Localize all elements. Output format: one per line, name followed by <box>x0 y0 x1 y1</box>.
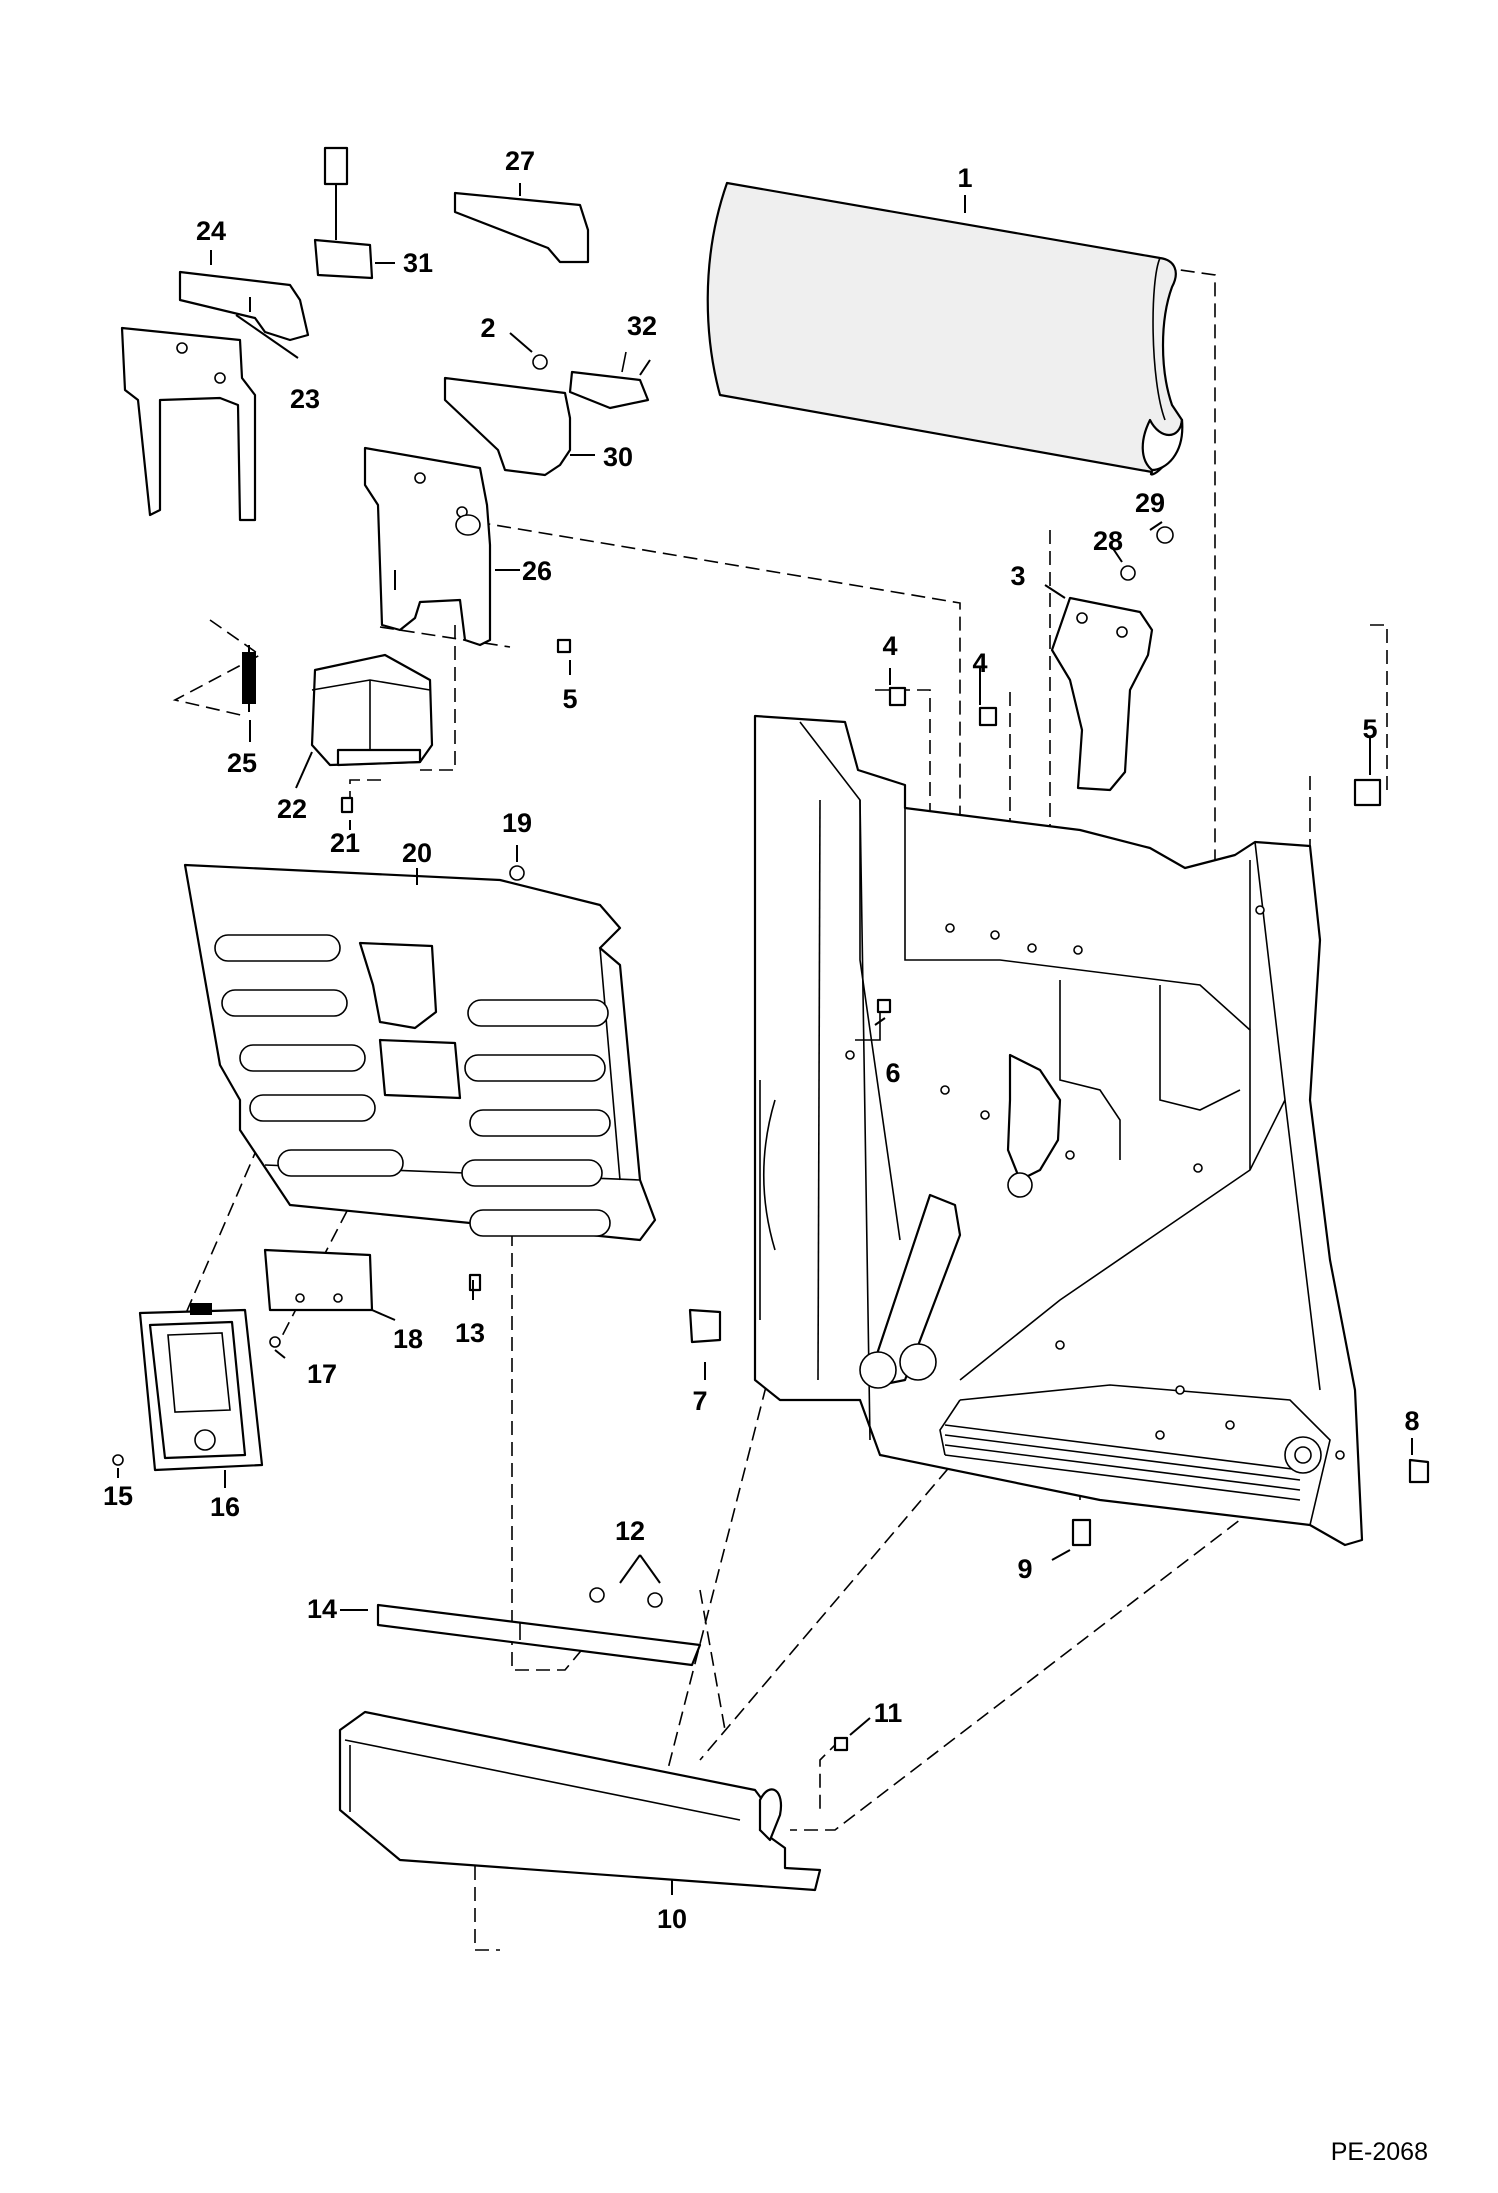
part-25-spring <box>242 645 256 712</box>
callout-8: 8 <box>1404 1406 1419 1436</box>
callout-12: 12 <box>615 1516 645 1546</box>
callout-9: 9 <box>1017 1554 1032 1584</box>
main-frame <box>753 714 1364 1547</box>
part-24-bracket <box>178 270 310 342</box>
callout-32: 32 <box>627 311 657 341</box>
callout-18: 18 <box>393 1324 423 1354</box>
part-31-switch <box>313 146 374 280</box>
part-30-bracket <box>443 376 572 477</box>
part-32-switch <box>568 351 650 410</box>
part-14-strip <box>376 1603 702 1667</box>
callout-1: 1 <box>957 163 972 193</box>
callout-26: 26 <box>522 556 552 586</box>
plate-slots <box>214 934 611 1237</box>
part-22-bracket <box>310 653 434 767</box>
callout-2: 2 <box>480 313 495 343</box>
callout-6: 6 <box>885 1058 900 1088</box>
callout-3: 3 <box>1010 561 1025 591</box>
part-18-plate <box>263 1248 374 1312</box>
part-23-bracket <box>120 326 257 522</box>
callout-30: 30 <box>603 442 633 472</box>
callout-23: 23 <box>290 384 320 414</box>
callout-27: 27 <box>505 146 535 176</box>
callout-15: 15 <box>103 1481 133 1511</box>
part-16-latch <box>138 1303 264 1472</box>
part-26-bracket <box>363 446 492 647</box>
part-10-angle-bar <box>338 1710 822 1892</box>
leader-lines <box>117 183 1413 1895</box>
callout-19: 19 <box>502 808 532 838</box>
callout-28: 28 <box>1093 526 1123 556</box>
callout-16: 16 <box>210 1492 240 1522</box>
callout-labels: 1 2 3 4 4 5 5 6 7 8 9 10 11 12 13 14 15 … <box>103 146 1420 1934</box>
callout-29: 29 <box>1135 488 1165 518</box>
callout-4b: 4 <box>972 648 987 678</box>
callout-5b: 5 <box>1362 714 1377 744</box>
callout-10: 10 <box>657 1904 687 1934</box>
callout-17: 17 <box>307 1359 337 1389</box>
callout-31: 31 <box>403 248 433 278</box>
callout-7: 7 <box>692 1386 707 1416</box>
callout-21: 21 <box>330 828 360 858</box>
callout-11: 11 <box>874 1698 903 1728</box>
hardware <box>112 354 1430 1752</box>
callout-20: 20 <box>402 838 432 868</box>
part-1-cover-panel <box>706 181 1184 476</box>
part-27-bracket <box>453 191 590 264</box>
callout-4a: 4 <box>882 631 897 661</box>
part-3-bracket <box>1050 596 1154 792</box>
callout-5a: 5 <box>562 684 577 714</box>
drawing-code: PE-2068 <box>1331 2138 1428 2166</box>
callout-14: 14 <box>307 1594 337 1624</box>
part-20-plate <box>183 863 657 1242</box>
callout-13: 13 <box>455 1318 485 1348</box>
callout-24: 24 <box>196 216 226 246</box>
callout-22: 22 <box>277 794 307 824</box>
callout-25: 25 <box>227 748 257 778</box>
